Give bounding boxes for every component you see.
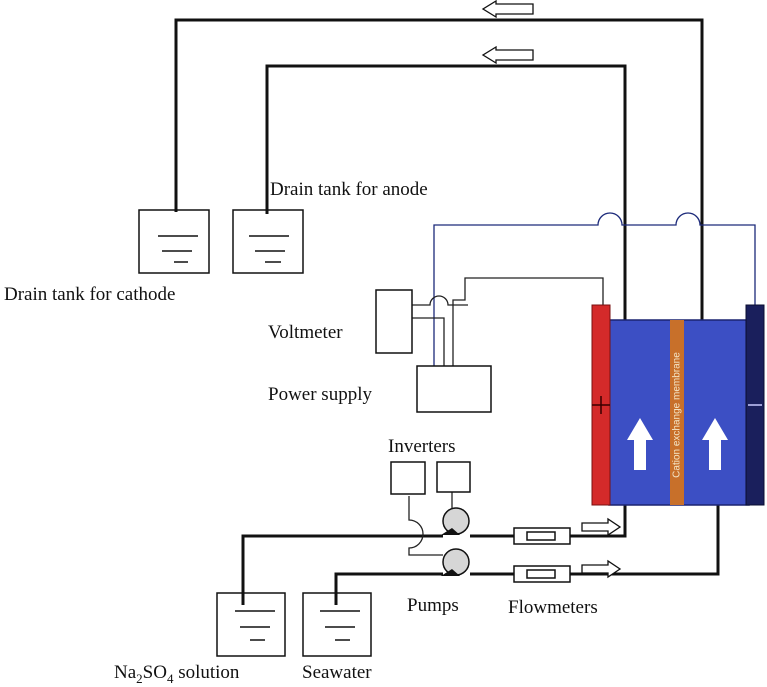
- tank-icon: [235, 610, 275, 641]
- flow-arrow-icon: [481, 45, 534, 65]
- label-drain-anode: Drain tank for anode: [270, 179, 428, 200]
- label-power-supply: Power supply: [268, 384, 372, 405]
- seawater-tank: [302, 592, 372, 657]
- label-inverters: Inverters: [388, 436, 456, 457]
- label-membrane: Cation exchange membrane: [671, 352, 683, 478]
- na2so4-sub2: 4: [166, 670, 174, 686]
- label-seawater: Seawater: [302, 662, 372, 683]
- flowmeter-1-float: [526, 531, 556, 541]
- na2so4-supply-pipe: [241, 534, 443, 605]
- pump-base: [441, 569, 460, 576]
- up-arrow-icon: [627, 418, 653, 470]
- flow-arrow-icon: [581, 517, 622, 537]
- cathode-return-pipe: [174, 18, 704, 320]
- inverter-wire-left: [408, 496, 443, 556]
- seawater-supply-pipe: [334, 572, 443, 605]
- na2so4-suffix: solution: [173, 662, 240, 683]
- label-drain-cathode: Drain tank for cathode: [4, 284, 176, 305]
- electrodialysis-cell: [591, 304, 765, 506]
- na2so4-mid: SO: [142, 662, 167, 683]
- label-pumps: Pumps: [407, 595, 459, 616]
- pump-icon: [442, 548, 470, 576]
- wiring: [408, 212, 756, 556]
- tank-icon: [158, 235, 198, 263]
- flow-arrow-icon: [481, 0, 534, 19]
- voltmeter-wire-top: [412, 295, 468, 306]
- flowmeter-2-float: [526, 569, 556, 579]
- anode-wire: [452, 277, 604, 370]
- na2so4-prefix: Na: [114, 662, 137, 683]
- membrane-label-box: Cation exchange membrane: [670, 325, 684, 505]
- na2so4-sub1: 2: [136, 670, 143, 686]
- na2so4-tank: [216, 592, 286, 657]
- drain-tank-cathode: [138, 209, 210, 274]
- anode-return-pipe: [265, 64, 627, 320]
- power-supply-box: [416, 365, 492, 413]
- drain-tank-anode: [232, 209, 304, 274]
- flow-arrow-icon: [581, 559, 622, 579]
- pump-base: [441, 528, 460, 535]
- tank-icon: [249, 235, 289, 263]
- voltmeter-wire-bottom: [412, 317, 445, 370]
- plus-sign-icon: [592, 396, 610, 414]
- cathode-wire: [433, 212, 756, 370]
- up-arrow-icon: [702, 418, 728, 470]
- label-flowmeters: Flowmeters: [508, 597, 598, 618]
- label-na2so4-solution: Na2SO4 solution: [114, 663, 239, 685]
- inverter-box-1: [390, 461, 426, 495]
- tank-icon: [320, 610, 360, 641]
- cation-exchange-membrane: [670, 320, 684, 505]
- inverter-box-2: [436, 461, 471, 493]
- pump-icon: [442, 507, 470, 535]
- seawater-to-cell-pipe: [470, 505, 720, 576]
- label-voltmeter: Voltmeter: [268, 322, 343, 343]
- voltmeter-box: [375, 289, 413, 354]
